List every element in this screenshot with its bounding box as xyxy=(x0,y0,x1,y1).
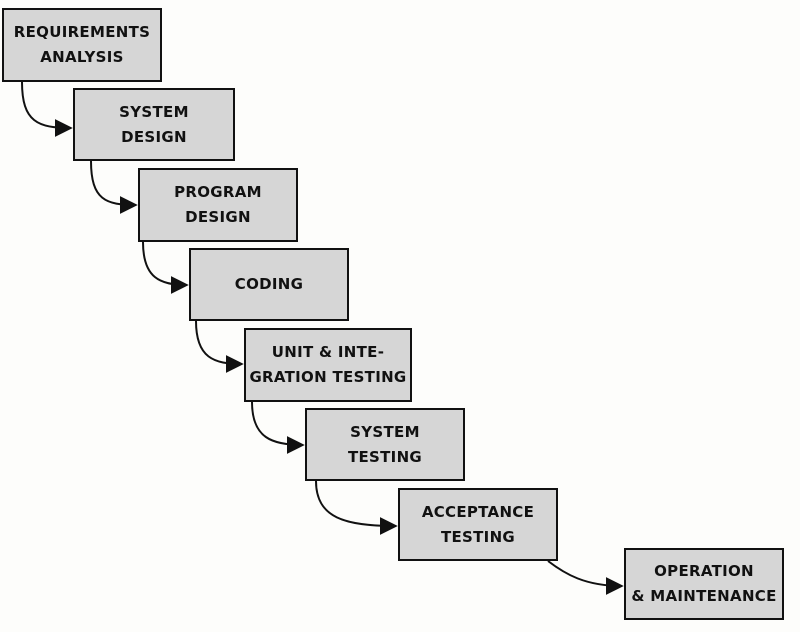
flow-arrow xyxy=(251,401,305,454)
stage-label-line: CODING xyxy=(234,275,304,293)
stage-label-line: ANALYSIS xyxy=(40,48,124,66)
stage-label-line: DESIGN xyxy=(185,208,251,226)
stage-label-line: TESTING xyxy=(440,527,516,546)
stage-label-line: OPERATION xyxy=(654,562,754,580)
stage-system-design: SYSTEM DESIGN xyxy=(73,88,235,161)
stage-label-line: PROGRAM xyxy=(174,183,262,201)
stage-label-line: SYSTEM xyxy=(350,422,420,441)
flow-arrow xyxy=(90,160,138,214)
flow-arrow xyxy=(195,320,244,373)
stage-label-line: SYSTEM xyxy=(119,102,189,121)
stage-coding: CODING xyxy=(189,248,349,321)
stage-system-testing: SYSTEM TESTING xyxy=(305,408,465,481)
stage-label-line: GRATION TESTING xyxy=(249,368,407,386)
stage-label-line: REQUIREMENTS xyxy=(13,23,151,41)
stage-requirements-analysis: REQUIREMENTS ANALYSIS xyxy=(2,8,162,82)
flow-arrow xyxy=(315,480,398,535)
flow-arrow xyxy=(547,560,624,595)
stage-label-line: & MAINTENANCE xyxy=(631,587,777,605)
flow-arrow xyxy=(21,81,73,137)
stage-program-design: PROGRAM DESIGN xyxy=(138,168,298,242)
flow-arrow xyxy=(142,241,189,294)
stage-label-line: UNIT & INTE- xyxy=(271,343,385,361)
stage-label-line: ACCEPTANCE xyxy=(421,502,535,521)
stage-label-line: TESTING xyxy=(347,447,423,466)
stage-acceptance-testing: ACCEPTANCE TESTING xyxy=(398,488,558,561)
stage-unit-integration-testing: UNIT & INTE- GRATION TESTING xyxy=(244,328,412,402)
stage-operation-maintenance: OPERATION & MAINTENANCE xyxy=(624,548,784,620)
stage-label-line: DESIGN xyxy=(121,127,187,146)
